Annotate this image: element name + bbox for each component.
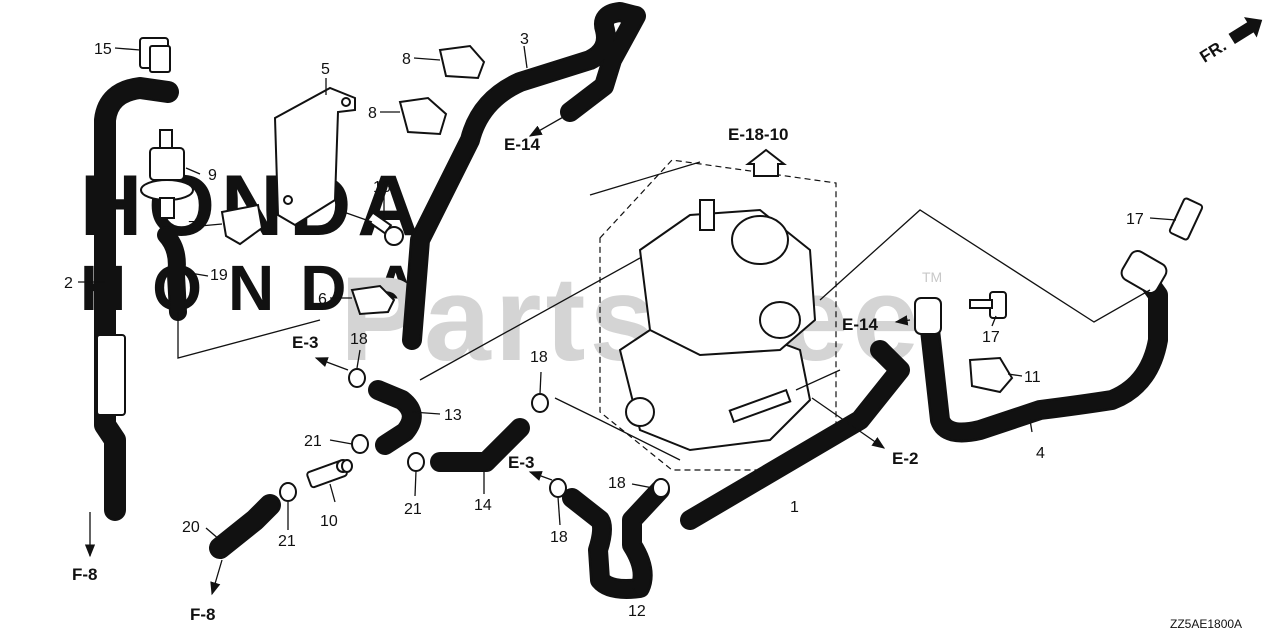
clip-7 — [220, 203, 264, 246]
callout-18-d: 18 — [608, 475, 626, 492]
ref-e14-right: E-14 — [842, 315, 878, 334]
callout-20: 20 — [182, 519, 200, 536]
leader-hose1 — [795, 369, 841, 391]
callout-9: 9 — [208, 167, 217, 184]
callout-1: 1 — [790, 499, 799, 516]
direction-marker: FR. — [1196, 17, 1263, 67]
hose-12 — [562, 480, 670, 599]
callout-8-a: 8 — [402, 51, 411, 68]
callout-16: 16 — [373, 179, 391, 196]
callout-11: 11 — [1024, 369, 1041, 386]
ref-e18-10: E-18-10 — [728, 125, 788, 144]
clamp-18-a — [348, 368, 366, 388]
trademark-watermark: TM — [922, 269, 942, 285]
callout-17-a: 17 — [1126, 211, 1144, 228]
leader-hose4-carb — [819, 209, 1151, 323]
callout-7: 7 — [188, 219, 197, 236]
callout-14: 14 — [474, 497, 492, 514]
hose-4 — [914, 250, 1168, 443]
callout-21-b: 21 — [404, 501, 422, 518]
leader-hose3-carb-2 — [419, 257, 641, 381]
leader-19-group — [177, 312, 321, 359]
leader-hose3-carb — [589, 161, 701, 196]
callout-labels: 1 2 3 4 5 6 7 8 8 9 10 11 12 13 14 15 16… — [64, 31, 1144, 620]
clamp-11 — [968, 356, 1014, 394]
callout-10: 10 — [320, 513, 338, 530]
ref-e2: E-2 — [892, 449, 918, 468]
hose-20 — [209, 494, 281, 559]
ref-e3-left: E-3 — [292, 333, 318, 352]
callout-21-a: 21 — [304, 433, 322, 450]
clip-8-a — [438, 44, 486, 80]
bolt-17-b — [969, 291, 1007, 319]
hose-13 — [368, 380, 422, 455]
ref-e14-top: E-14 — [504, 135, 540, 154]
clamps — [279, 368, 670, 502]
hose-19 — [157, 226, 187, 321]
clamp-18-b — [531, 393, 549, 413]
diagram-code: ZZ5AE1800A — [1170, 617, 1242, 631]
callout-5: 5 — [321, 61, 330, 78]
clip-15 — [139, 37, 171, 73]
callout-18-b: 18 — [530, 349, 548, 366]
callout-18-c: 18 — [550, 529, 568, 546]
carburetor — [618, 199, 817, 452]
reference-arrows — [84, 111, 911, 596]
bracket-5 — [273, 86, 356, 227]
clamp-18-c — [549, 478, 567, 498]
leader-lines — [78, 45, 1177, 595]
ref-f8-bottom: F-8 — [190, 605, 216, 624]
bolt-17-a — [1168, 197, 1204, 241]
fuel-filter-9 — [140, 129, 194, 219]
callout-17-b: 17 — [982, 329, 1000, 346]
hose-1 — [680, 340, 910, 530]
callout-13: 13 — [444, 407, 462, 424]
clip-6 — [350, 284, 396, 316]
arrow-icon — [1228, 17, 1263, 45]
callout-19: 19 — [210, 267, 228, 284]
bolt-16 — [365, 211, 404, 246]
leader-hose14-carb — [554, 397, 681, 461]
hose-3 — [402, 2, 646, 350]
carburetor-dashed-box — [599, 159, 837, 471]
clip-8-b — [398, 96, 448, 136]
clamp-21-d — [341, 459, 353, 473]
callout-4: 4 — [1036, 445, 1045, 462]
callout-21-c: 21 — [278, 533, 296, 550]
clamp-21-b — [407, 452, 425, 472]
callout-6: 6 — [318, 291, 327, 308]
reference-labels: E-14 E-18-10 E-14 E-3 E-3 E-2 F-8 F-8 — [72, 125, 918, 624]
ref-f8-left: F-8 — [72, 565, 98, 584]
ref-e3-mid: E-3 — [508, 453, 534, 472]
clamp-18-d — [652, 478, 670, 498]
up-arrow-icon — [745, 148, 787, 177]
callout-12: 12 — [628, 603, 646, 620]
clamp-21-c — [279, 482, 297, 502]
hose-14 — [430, 418, 530, 472]
callout-3: 3 — [520, 31, 529, 48]
clamp-21-a — [351, 434, 369, 454]
callout-8-b: 8 — [368, 105, 377, 122]
hose-2 — [94, 77, 179, 521]
callout-15: 15 — [94, 41, 112, 58]
direction-label: FR. — [1196, 36, 1229, 67]
callout-2: 2 — [64, 275, 73, 292]
leader-16-bolt — [337, 209, 373, 223]
callout-18-a: 18 — [350, 331, 368, 348]
